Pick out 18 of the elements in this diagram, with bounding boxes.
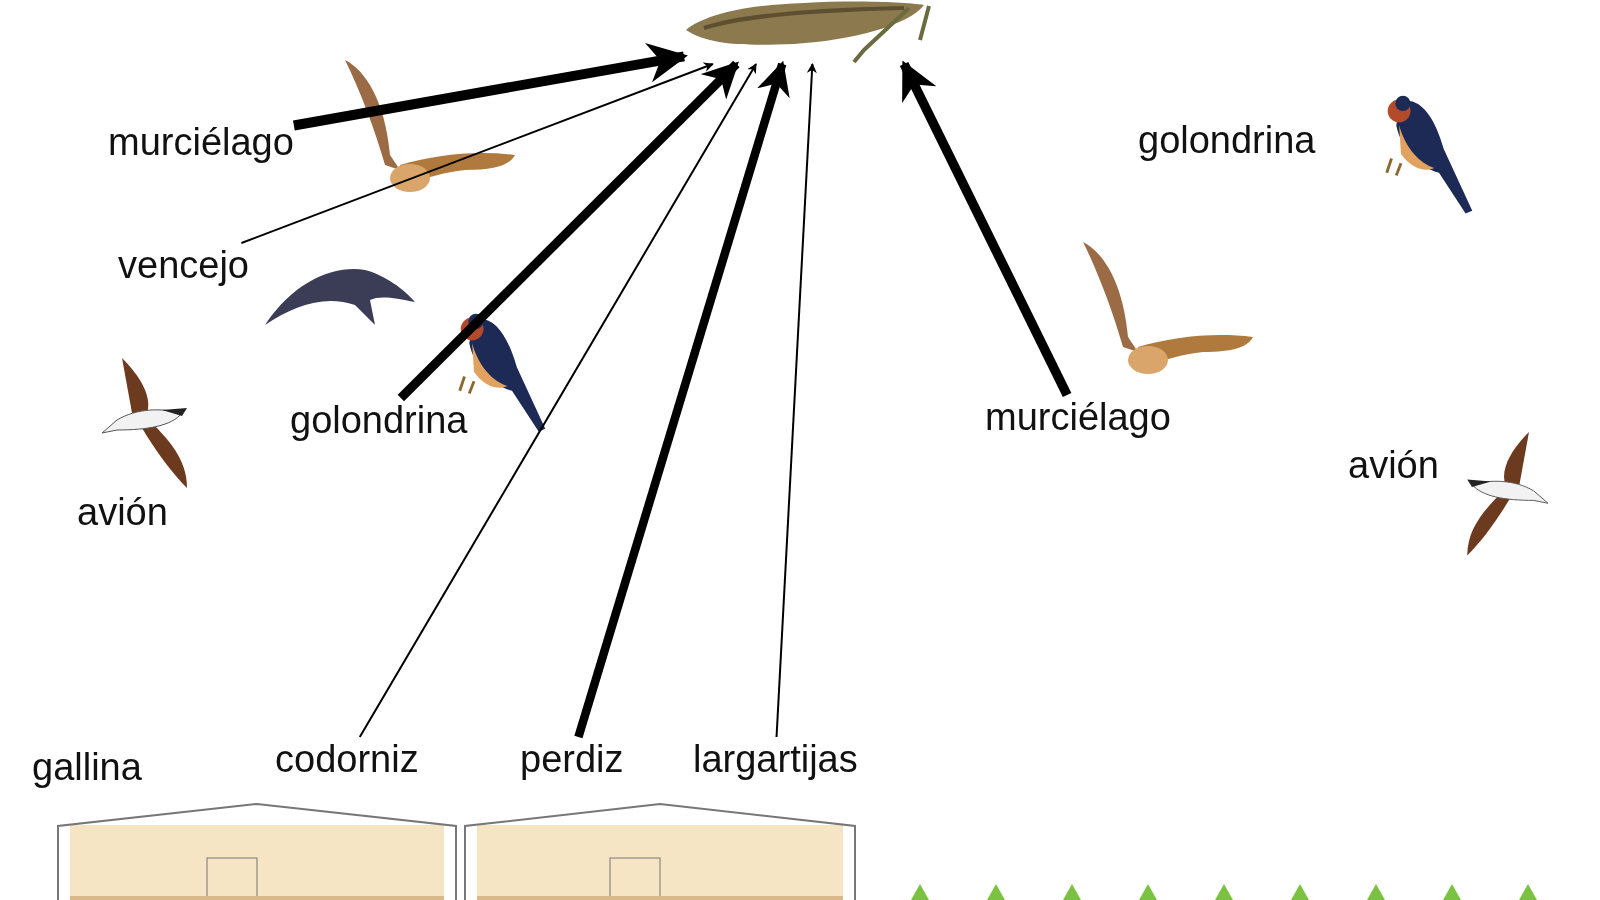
arrow xyxy=(358,63,758,738)
animal-label: golondrina xyxy=(1138,118,1316,162)
animal-label: gallina xyxy=(32,745,142,789)
animal-label: vencejo xyxy=(118,243,249,287)
animal-label: murciélago xyxy=(108,120,294,164)
arrow xyxy=(293,42,688,131)
arrow xyxy=(574,60,790,739)
arrow xyxy=(240,62,714,244)
arrow xyxy=(899,60,1072,398)
animal-label: golondrina xyxy=(290,398,468,442)
animal-label: murciélago xyxy=(985,395,1171,439)
animal-label: codorniz xyxy=(275,737,419,781)
animal-label: avión xyxy=(1348,443,1439,487)
animal-label: avión xyxy=(77,490,168,534)
animal-label: largartijas xyxy=(693,737,858,781)
animal-label: perdiz xyxy=(520,737,624,781)
arrow xyxy=(775,63,817,738)
arrow xyxy=(397,60,740,402)
